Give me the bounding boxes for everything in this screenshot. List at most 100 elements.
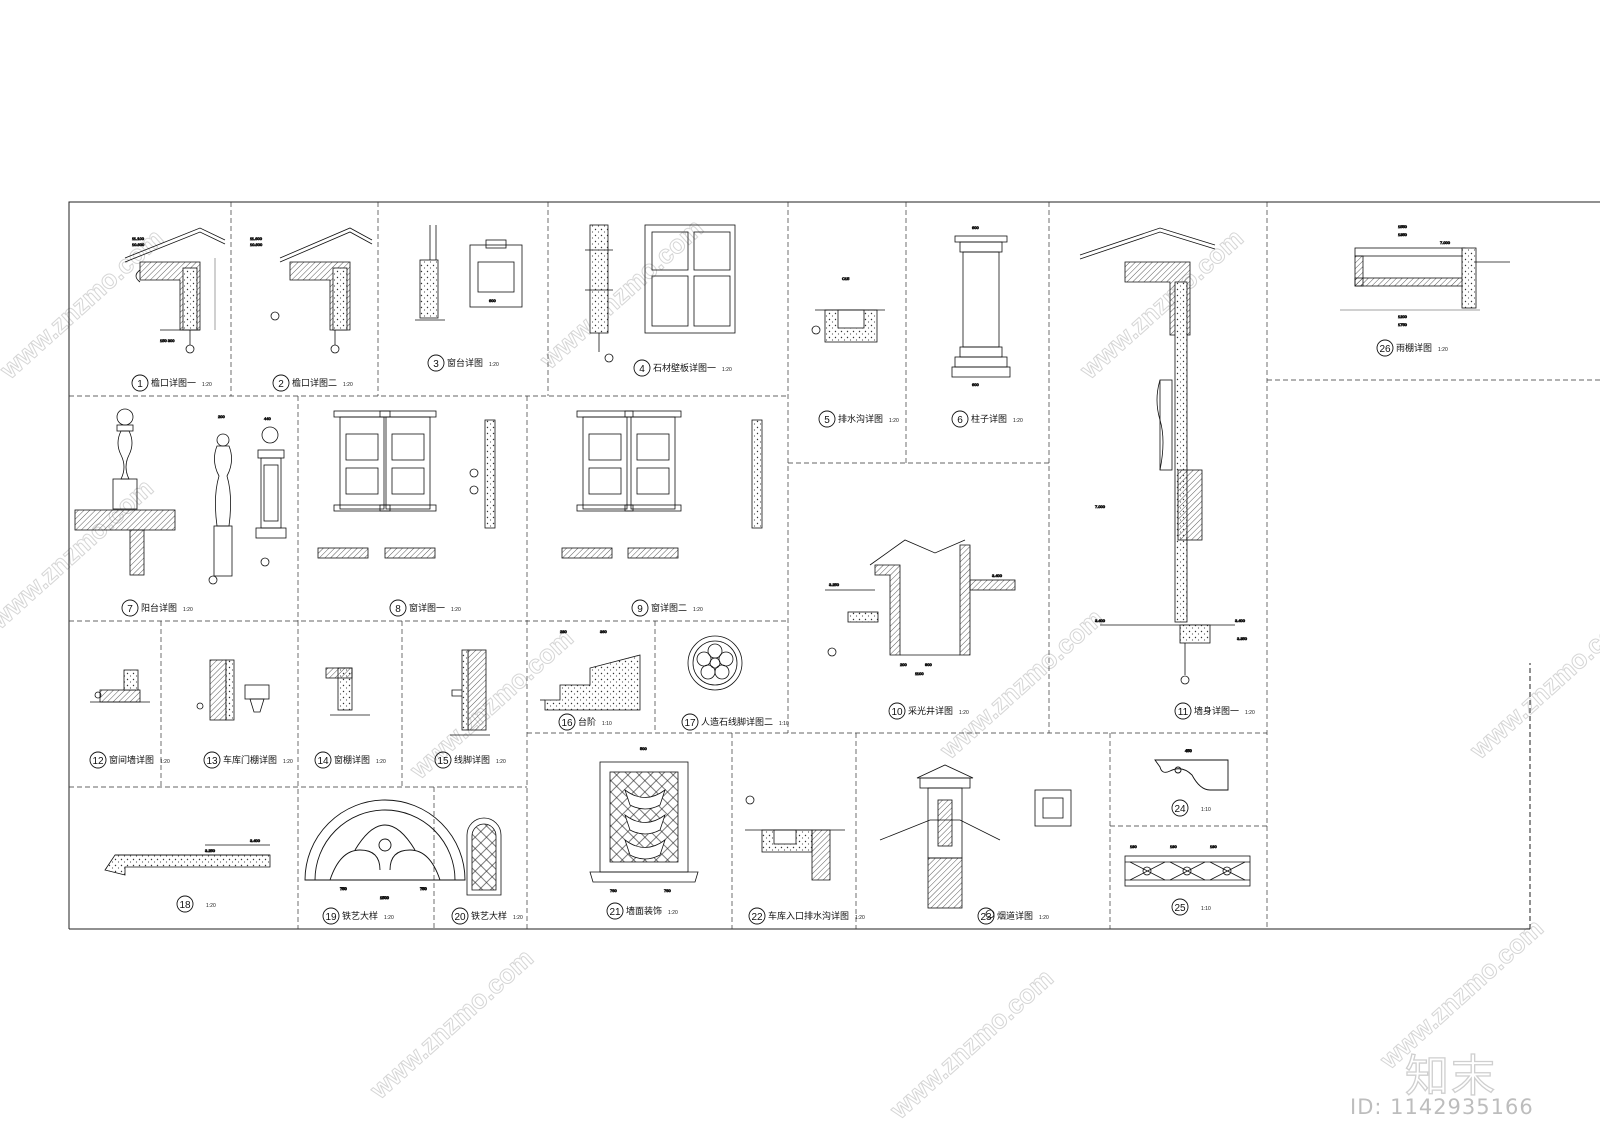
caption-circle bbox=[633, 359, 651, 377]
caption-number: 4 bbox=[639, 364, 645, 375]
caption-number: 5 bbox=[824, 415, 830, 426]
caption-title: 车库门棚详图 bbox=[223, 754, 277, 766]
image-id-label: ID: 1142935166 bbox=[1350, 1095, 1534, 1119]
caption-circle bbox=[451, 907, 469, 925]
caption-number: 18 bbox=[179, 900, 191, 911]
dim-label: 190 bbox=[1170, 844, 1177, 849]
caption-number: 25 bbox=[1174, 903, 1186, 914]
ironwork-panel-detail bbox=[466, 817, 502, 896]
steps-detail: 280 360 bbox=[540, 629, 641, 711]
drain-detail: C15 bbox=[811, 276, 885, 343]
caption-circle bbox=[272, 374, 290, 392]
caption-number: 13 bbox=[206, 756, 218, 767]
eave-detail-2: 11.600 10.600 bbox=[250, 227, 373, 354]
caption-scale: 1:20 bbox=[1039, 915, 1049, 921]
caption-number: 6 bbox=[957, 415, 963, 426]
caption-title: 窗台详图 bbox=[447, 357, 483, 369]
chimney-detail bbox=[879, 764, 1072, 919]
caption-circle bbox=[1171, 898, 1189, 916]
caption-circle bbox=[977, 907, 995, 925]
dim-label: 760 bbox=[610, 888, 617, 893]
caption-scale: 1:20 bbox=[959, 710, 969, 716]
caption-circle bbox=[121, 599, 139, 617]
caption-number: 7 bbox=[127, 604, 133, 615]
caption-circle bbox=[1171, 799, 1189, 817]
caption-number: 9 bbox=[637, 604, 643, 615]
caption-number: 15 bbox=[437, 756, 449, 767]
dim-label: 150 300 bbox=[160, 338, 175, 343]
dim-label: 1100 bbox=[915, 671, 924, 676]
caption-scale: 1:20 bbox=[889, 418, 899, 424]
watermark-text: www.znzmo.com bbox=[1463, 603, 1600, 765]
rosette-detail bbox=[687, 635, 743, 691]
caption-scale: 1:20 bbox=[1013, 418, 1023, 424]
caption-scale: 1:20 bbox=[513, 915, 523, 921]
dim-label: 600 bbox=[972, 382, 979, 387]
floor-section-detail: 3.400 3.250 bbox=[104, 838, 271, 876]
caption-number: 21 bbox=[609, 907, 621, 918]
caption-title: 烟道详图 bbox=[997, 910, 1033, 922]
dim-label: 600 bbox=[972, 225, 979, 230]
caption-circle bbox=[558, 713, 576, 731]
caption-circle bbox=[176, 895, 194, 913]
dim-label: 760 bbox=[664, 888, 671, 893]
caption-circle bbox=[681, 713, 699, 731]
dim-label: C15 bbox=[842, 276, 850, 281]
caption-title: 檐口详图一 bbox=[151, 377, 196, 389]
dim-label: 200 bbox=[900, 662, 907, 667]
dim-label: 3.400 bbox=[992, 573, 1003, 578]
caption-title: 窗棚详图 bbox=[334, 754, 370, 766]
watermark-text: www.znzmo.com bbox=[0, 223, 169, 385]
caption-scale: 1:20 bbox=[283, 759, 293, 765]
watermark-text: www.znzmo.com bbox=[533, 213, 709, 375]
caption-scale: 1:20 bbox=[183, 607, 193, 613]
caption-scale: 1:20 bbox=[1245, 710, 1255, 716]
caption-title: 窗详图二 bbox=[651, 602, 687, 614]
caption-number: 22 bbox=[751, 912, 763, 923]
caption-scale: 1:10 bbox=[1201, 807, 1211, 813]
caption-scale: 1:20 bbox=[496, 759, 506, 765]
caption-circle bbox=[131, 374, 149, 392]
caption-scale: 1:20 bbox=[451, 607, 461, 613]
bracket-detail: 450 bbox=[1154, 748, 1229, 791]
caption-circle bbox=[89, 751, 107, 769]
dim-label: 11.600 bbox=[250, 236, 263, 241]
railing-detail: 190 190 190 bbox=[1124, 844, 1251, 887]
caption-number: 2 bbox=[278, 379, 284, 390]
dim-label: 190 bbox=[1210, 844, 1217, 849]
dim-label: 1750 bbox=[1398, 322, 1408, 327]
dim-label: 3.400 bbox=[250, 838, 261, 843]
sill-detail: 600 bbox=[415, 225, 523, 321]
eave-detail-1: 11.100 10.600 150 300 bbox=[124, 227, 226, 354]
caption-number: 10 bbox=[891, 707, 903, 718]
pier-wall-detail bbox=[90, 669, 150, 703]
column-detail: 600 600 bbox=[951, 225, 1011, 387]
dim-label: 11.100 bbox=[132, 236, 145, 241]
dim-label: 3.250 bbox=[829, 582, 840, 587]
dim-label: 3.400 bbox=[1235, 618, 1246, 623]
caption-title: 窗间墙详图 bbox=[109, 754, 154, 766]
lightwell-detail: 3.250 200 900 1100 3.400 bbox=[825, 539, 1016, 676]
window-canopy-detail bbox=[325, 667, 370, 716]
dim-label: 1500 bbox=[380, 895, 390, 900]
caption-circle bbox=[748, 907, 766, 925]
caption-circle bbox=[888, 702, 906, 720]
caption-title: 采光井详图 bbox=[908, 705, 953, 717]
caption-title: 铁艺大样 bbox=[471, 910, 507, 922]
dim-label: 360 bbox=[600, 629, 607, 634]
dim-label: 1200 bbox=[1398, 314, 1408, 319]
ironwork-arch-detail: 750 750 1500 bbox=[304, 799, 466, 900]
caption-circle bbox=[631, 599, 649, 617]
canopy-detail: 1550 1350 1200 1750 7.000 bbox=[1340, 224, 1510, 327]
dim-label: 3.250 bbox=[205, 848, 216, 853]
dim-label: 10.600 bbox=[132, 242, 145, 247]
caption-scale: 1:20 bbox=[1438, 347, 1448, 353]
